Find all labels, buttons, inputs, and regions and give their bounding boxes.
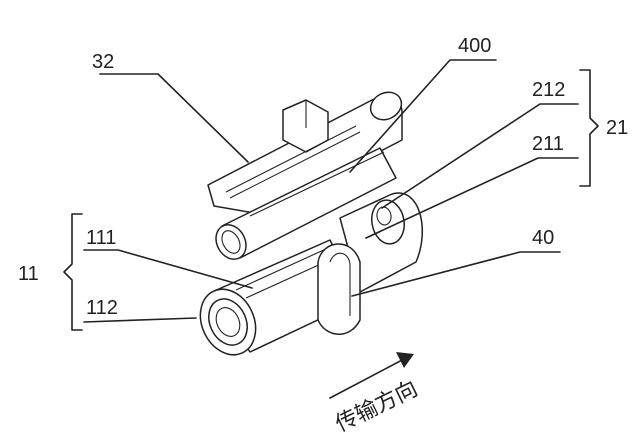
label-212: 212: [532, 79, 565, 101]
transport-direction-arrow: [329, 352, 414, 399]
middle-rod-part: [215, 147, 397, 260]
bracket-21: [579, 69, 599, 187]
label-111: 111: [86, 227, 116, 249]
label-21: 21: [606, 117, 628, 139]
flange-ring-part: [317, 243, 361, 335]
label-112: 112: [86, 297, 118, 319]
direction-label: 传输方向: [332, 376, 422, 437]
label-11: 11: [18, 263, 39, 285]
label-32: 32: [92, 51, 114, 73]
label-40: 40: [532, 227, 554, 249]
label-211: 211: [532, 133, 564, 155]
top-cover-part: [207, 91, 403, 215]
label-400: 400: [458, 35, 491, 57]
bracket-11: [63, 213, 83, 331]
leader-lines: [83, 59, 579, 323]
